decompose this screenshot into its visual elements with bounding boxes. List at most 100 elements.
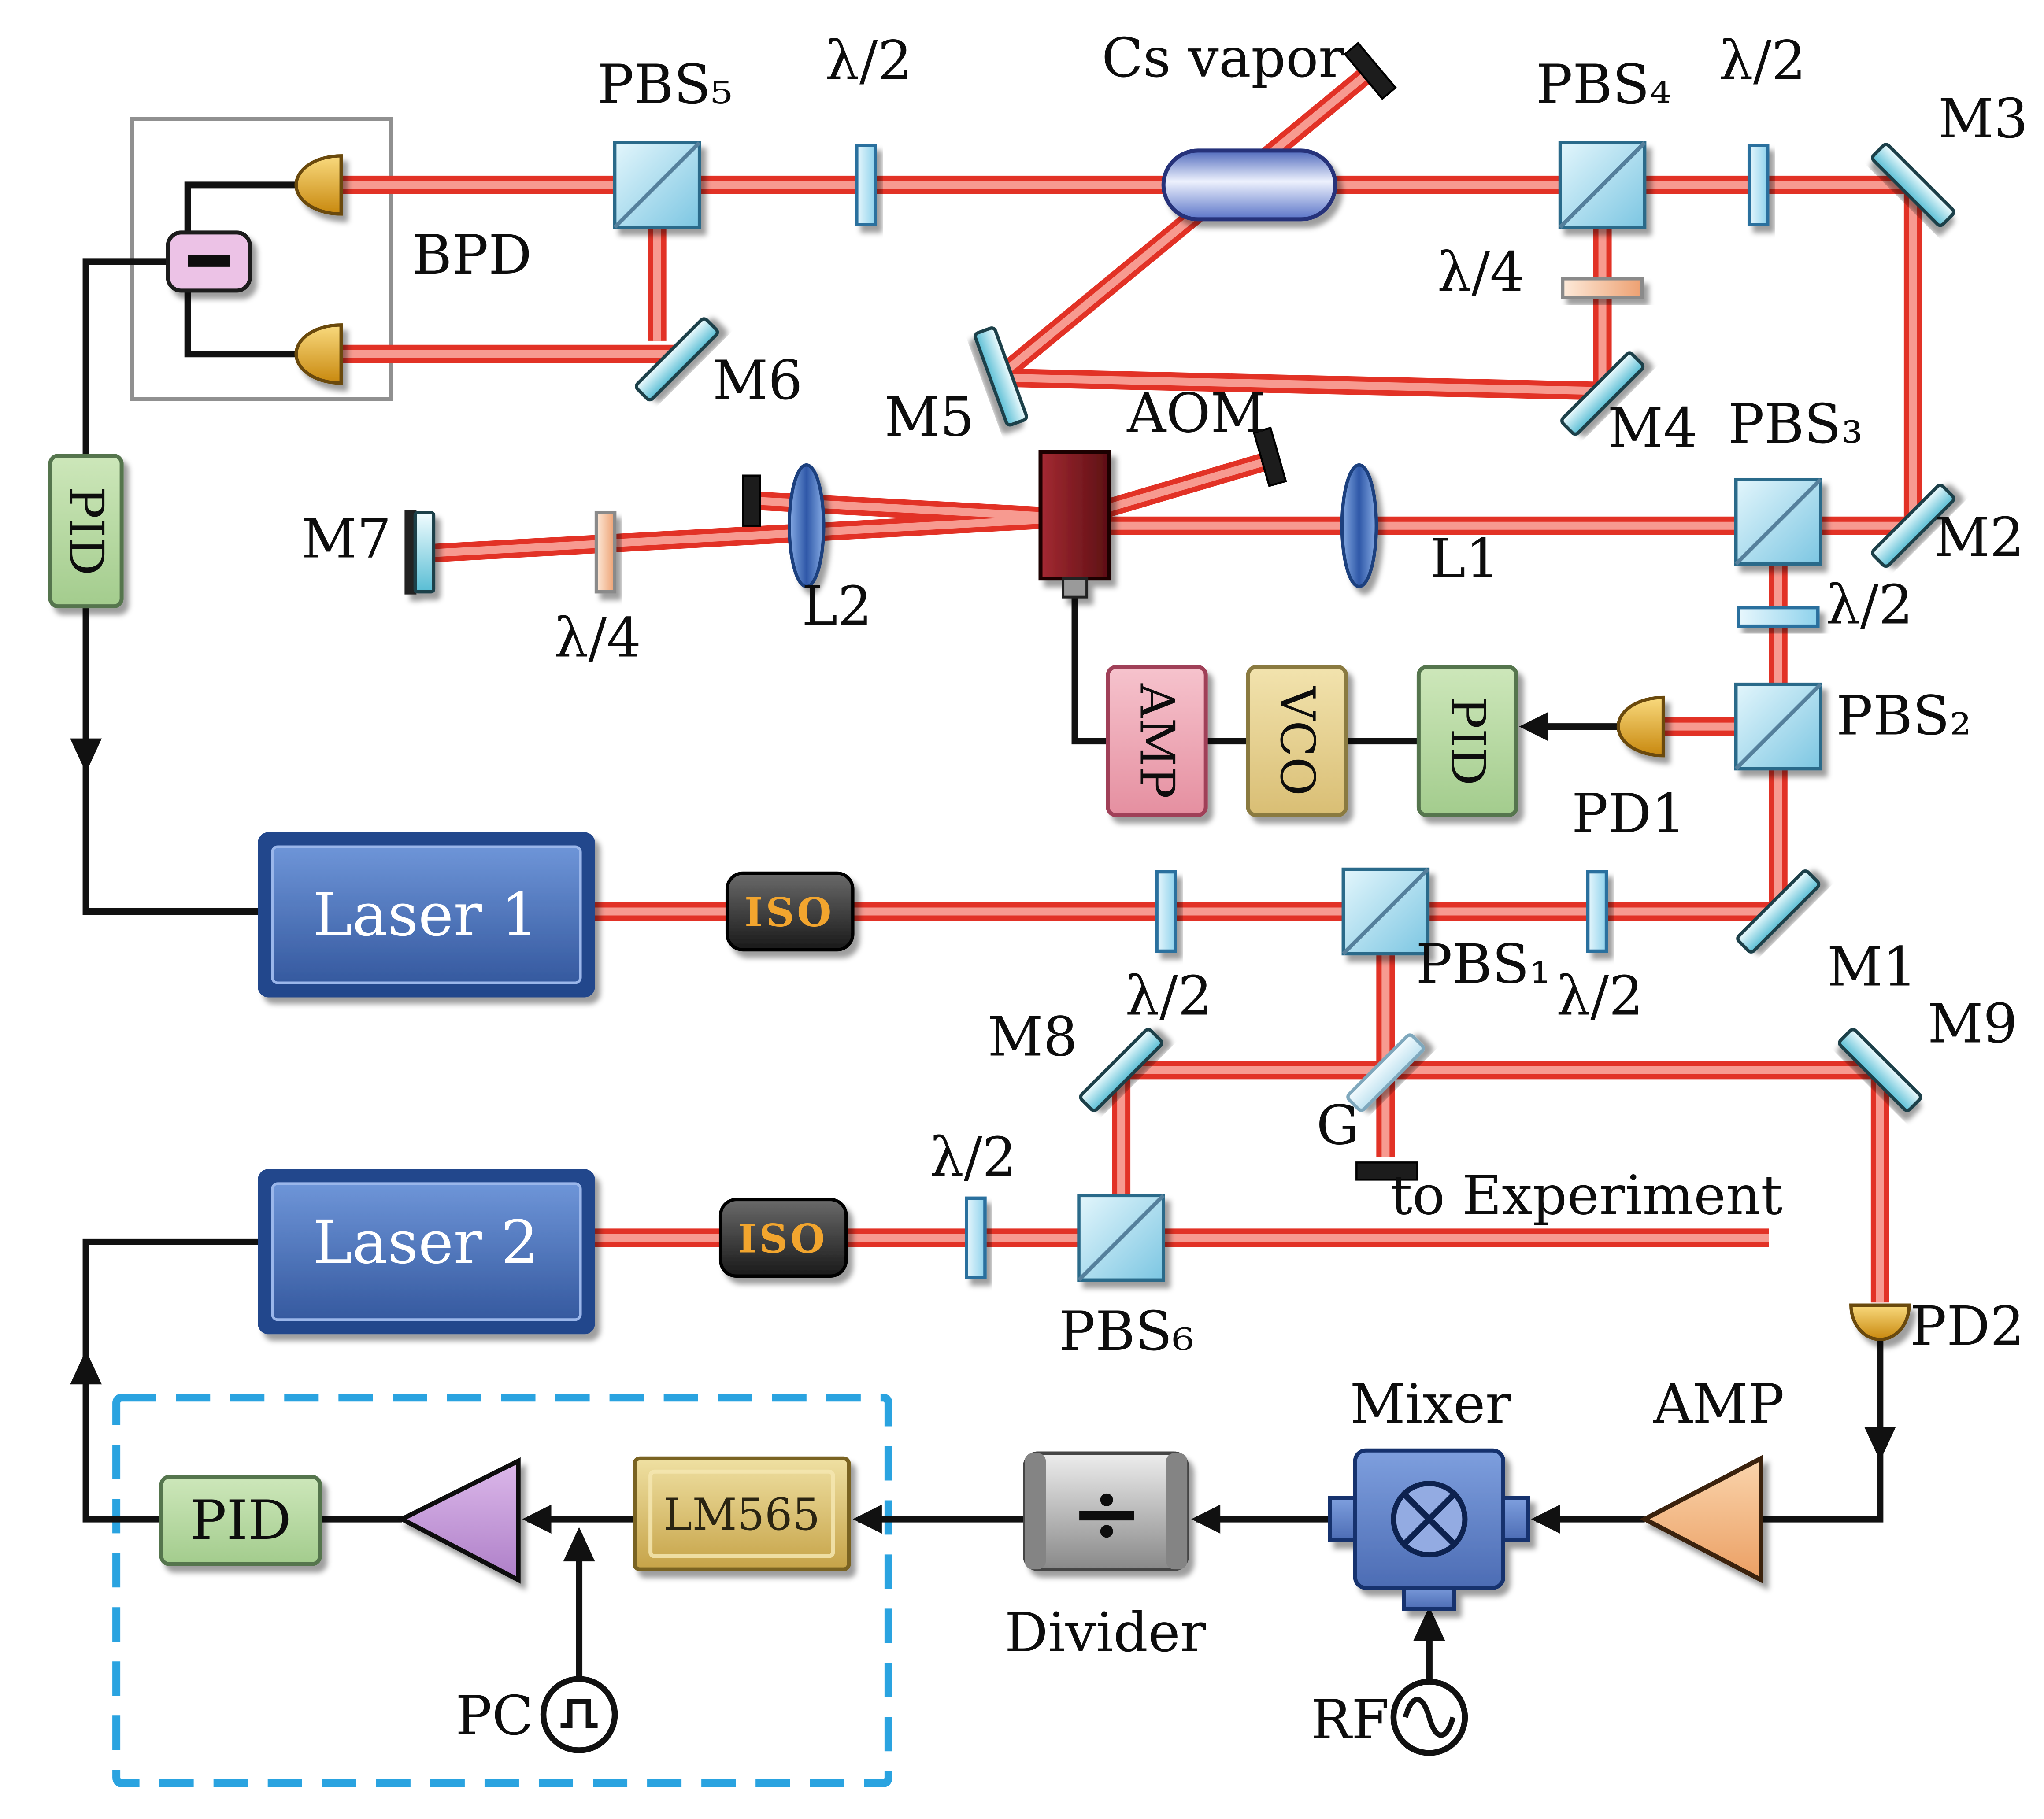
pbs5-cube bbox=[613, 141, 701, 229]
pbs3-cube bbox=[1734, 477, 1822, 566]
lm565-label: LM565 bbox=[663, 1490, 820, 1540]
arrow-pd1-to-pid bbox=[1519, 712, 1548, 741]
bpd-label: BPD bbox=[412, 224, 532, 287]
rf-amp-triangle bbox=[1640, 1454, 1763, 1584]
cs-vapor-label: Cs vapor bbox=[1102, 27, 1344, 90]
pbs6-cube bbox=[1077, 1194, 1165, 1282]
mirror-m9 bbox=[1838, 1028, 1922, 1112]
sine-icon bbox=[1403, 1697, 1456, 1738]
pd2-photodetector bbox=[1849, 1303, 1911, 1342]
pd1-label: PD1 bbox=[1572, 783, 1686, 846]
half-waveplate-4 bbox=[1155, 870, 1177, 953]
beam-dump-g bbox=[1355, 1161, 1418, 1181]
laser2-box bbox=[258, 1169, 595, 1335]
arrow-into-amplifier bbox=[522, 1505, 552, 1534]
aom-crystal bbox=[1038, 450, 1111, 599]
lm565-chip bbox=[633, 1456, 851, 1571]
pid-mid-label: PID bbox=[1440, 697, 1495, 786]
pid-box-mid bbox=[1416, 665, 1518, 817]
beam-dump-top bbox=[1343, 41, 1397, 100]
mirror-m8 bbox=[1079, 1028, 1163, 1112]
quarter-waveplate-2 bbox=[594, 510, 617, 594]
m1-label: M1 bbox=[1827, 935, 1917, 998]
mirror-m2 bbox=[1871, 484, 1955, 568]
m4-label: M4 bbox=[1607, 397, 1697, 460]
amp-box-label: AMP bbox=[1129, 683, 1185, 799]
labels: PBS₅ λ/2 Cs vapor PBS₄ λ/2 M3 BPD M6 M5 … bbox=[59, 27, 2029, 1752]
pid-box-bottom bbox=[159, 1475, 322, 1566]
wire-amp-aom bbox=[1071, 595, 1111, 745]
half-waveplate-6 bbox=[965, 1196, 987, 1279]
pll-dashed-enclosure bbox=[112, 1394, 892, 1788]
half-waveplate-1 bbox=[855, 144, 877, 226]
pbs2-label: PBS₂ bbox=[1836, 685, 1971, 748]
half-waveplate-2 bbox=[1747, 144, 1770, 226]
laser1-label: Laser 1 bbox=[313, 880, 539, 950]
amp-box bbox=[1106, 665, 1208, 817]
g-label: G bbox=[1316, 1094, 1359, 1157]
hwp-label-5: λ/2 bbox=[1556, 965, 1644, 1028]
aom-label: AOM bbox=[1126, 382, 1266, 445]
divider-label: Divider bbox=[1004, 1601, 1206, 1664]
hwp-label-6: λ/2 bbox=[929, 1126, 1017, 1189]
pid-bottom-label: PID bbox=[190, 1489, 291, 1552]
beam-dump-aom-right bbox=[1252, 426, 1287, 488]
bpd-photodiode-top bbox=[294, 154, 343, 216]
rf-source bbox=[1390, 1679, 1468, 1756]
arrow-pd2-down bbox=[1864, 1427, 1896, 1461]
lens-l1 bbox=[1340, 463, 1378, 588]
mixer-cross-icon bbox=[1401, 1491, 1458, 1547]
l1-label: L1 bbox=[1429, 528, 1500, 591]
arrow-rf-up bbox=[1413, 1606, 1445, 1641]
qwp-label-1: λ/4 bbox=[1437, 241, 1525, 304]
pbs4-cube bbox=[1558, 141, 1647, 229]
wire-bpd-bottom bbox=[184, 288, 296, 358]
arrow-up-to-laser2 bbox=[70, 1350, 102, 1385]
mirror-m3 bbox=[1871, 143, 1955, 227]
arrow-into-mixer bbox=[1531, 1505, 1560, 1534]
arrow-pc-up bbox=[563, 1527, 595, 1562]
arrow-down-to-laser1 bbox=[70, 738, 102, 773]
m7-label: M7 bbox=[301, 508, 391, 571]
minus-icon bbox=[188, 255, 230, 267]
cs-vapor-cell bbox=[1161, 148, 1337, 222]
iso2-label: ISO bbox=[738, 1215, 828, 1262]
to-experiment-label: to Experiment bbox=[1391, 1164, 1783, 1227]
hwp-label-2: λ/2 bbox=[1719, 30, 1806, 92]
mirror-m1 bbox=[1736, 869, 1821, 954]
l2-label: L2 bbox=[802, 575, 872, 638]
pid-left-label: PID bbox=[59, 487, 114, 576]
iso1-box bbox=[725, 871, 855, 952]
vco-box bbox=[1246, 665, 1348, 817]
laser2-label: Laser 2 bbox=[313, 1208, 539, 1277]
vco-box-label: VCO bbox=[1270, 685, 1325, 796]
half-waveplate-3 bbox=[1737, 606, 1820, 628]
m6-label: M6 bbox=[713, 349, 803, 412]
pd2-label: PD2 bbox=[1910, 1295, 2025, 1358]
m5-label: M5 bbox=[885, 386, 974, 449]
pbs6-label: PBS₆ bbox=[1059, 1300, 1194, 1363]
glass-plate-g bbox=[1346, 1033, 1425, 1112]
wire-bpd-top bbox=[184, 181, 296, 235]
m2-label: M2 bbox=[1934, 507, 2024, 569]
pulse-icon bbox=[560, 1699, 598, 1728]
pbs5-label: PBS₅ bbox=[597, 53, 733, 116]
half-waveplate-5 bbox=[1586, 870, 1608, 953]
lens-l2 bbox=[788, 463, 826, 588]
pc-label: PC bbox=[455, 1685, 533, 1748]
pd1-photodetector bbox=[1616, 695, 1665, 758]
rf-label: RF bbox=[1311, 1689, 1389, 1752]
bpd-photodiode-bottom bbox=[294, 323, 343, 385]
hwp-label-3: λ/2 bbox=[1826, 574, 1913, 637]
aom-connector bbox=[1062, 577, 1089, 599]
pid-box-left bbox=[48, 454, 124, 609]
pbs4-label: PBS₄ bbox=[1536, 53, 1671, 116]
hwp-label-4: λ/2 bbox=[1125, 965, 1212, 1028]
mirror-m5 bbox=[974, 326, 1028, 427]
mirror-m7 bbox=[404, 510, 436, 595]
mirror-m4 bbox=[1560, 351, 1645, 436]
loop-amp-triangle bbox=[396, 1457, 521, 1584]
bpd-subtractor bbox=[166, 230, 252, 293]
arrow-into-divider bbox=[1191, 1505, 1221, 1534]
